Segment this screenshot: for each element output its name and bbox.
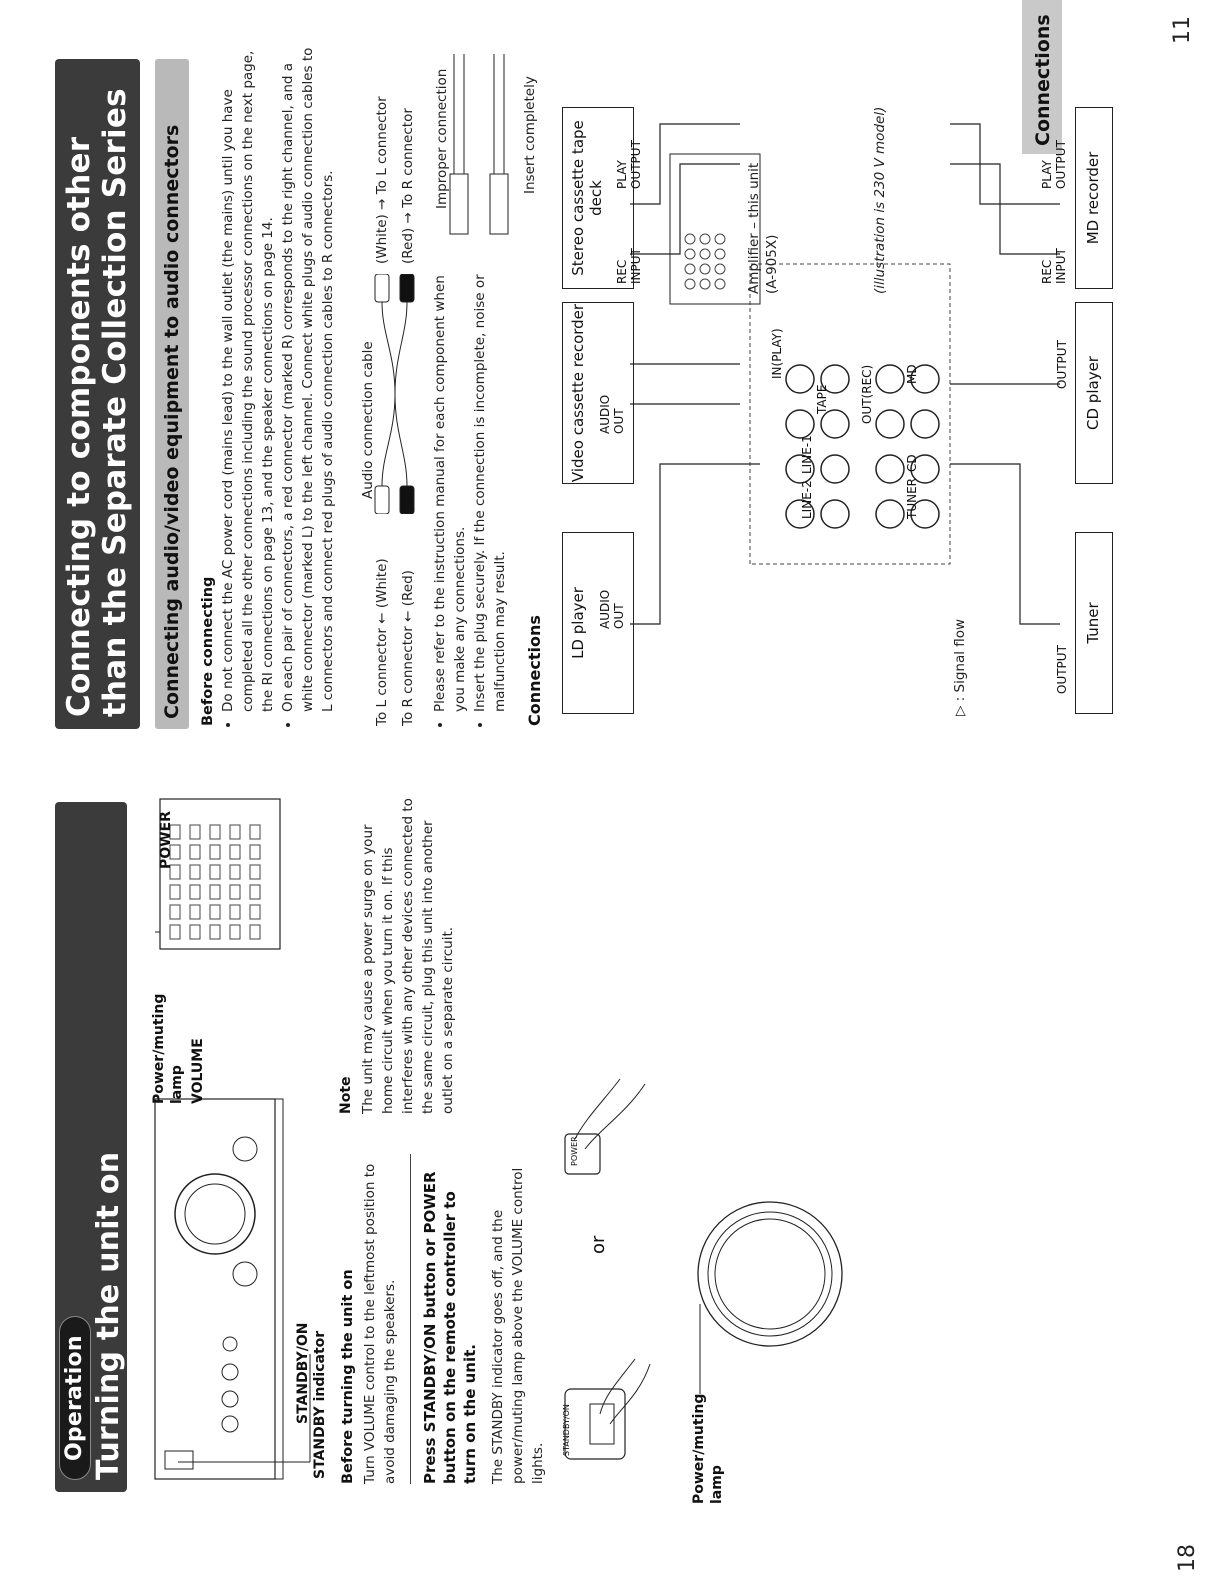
left-title-banner: Operation Turning the unit on: [55, 802, 127, 1492]
to-l-label: To L connector: [374, 96, 390, 195]
cd-player-label: CD player: [1084, 356, 1102, 430]
subheading-text: Connecting audio/video equipment to audi…: [161, 124, 183, 719]
to-r-label: To R connector: [400, 626, 416, 726]
label-volume: VOLUME: [190, 1038, 206, 1104]
before-connecting-heading: Before connecting: [200, 576, 216, 726]
page-number-left: 18: [1175, 1544, 1200, 1572]
red-label: (Red): [400, 227, 416, 264]
amplifier-rear-panel-illustration: [669, 153, 951, 565]
power-button-press-illustration: [564, 1078, 646, 1175]
volume-knob-lamp-illustration: [697, 1201, 843, 1394]
to-r-label: To R connector: [400, 108, 416, 208]
press-standby-heading: Press STANDBY/ON button or POWER button …: [421, 1171, 479, 1484]
audio-cable-illustration: [374, 274, 415, 514]
right-title-banner: Connecting to components other than the …: [55, 59, 140, 729]
subheading-bar: Connecting audio/video equipment to audi…: [155, 59, 189, 729]
section-pill-text: Operation: [62, 1335, 87, 1461]
tape-deck-label: Stereo cassette tape deck: [569, 120, 605, 276]
bullet-item: Insert the plug securely. If the connect…: [470, 252, 510, 712]
right-page-title: Connecting to components other than the …: [61, 88, 133, 717]
md-recorder-label: MD recorder: [1084, 151, 1102, 245]
standby-button-press-illustration: [564, 1358, 651, 1460]
label-power-muting-lamp: Power/muting lamp: [151, 993, 185, 1104]
label-power-muting-lamp-2: Power/muting lamp: [691, 1393, 725, 1504]
connections-heading: Connections: [525, 615, 544, 726]
note-text: The unit may cause a power surge on your…: [360, 798, 456, 1114]
white-label: (White): [374, 214, 390, 264]
connection-cables: [630, 123, 1060, 625]
bullet-item: On each pair of connectors, a red connec…: [278, 47, 338, 712]
divider: [410, 1154, 411, 1484]
tuner-label: Tuner: [1084, 602, 1102, 644]
label-standby-indicator: STANDBY indicator: [312, 1330, 328, 1479]
before-turning-on-heading: Before turning the unit on: [340, 1269, 356, 1484]
press-standby-text: The STANDBY indicator goes off, and the …: [490, 1167, 546, 1484]
section-pill: Operation: [59, 1316, 91, 1480]
improper-connection-label: Improper connection: [434, 68, 450, 209]
label-standby-on: STANDBY/ON: [295, 1322, 311, 1425]
insert-completely-label: Insert completely: [522, 76, 538, 194]
standby-button-text: STANDBY/ON: [562, 1404, 571, 1456]
cable-to-l-left: To L connector ← (White): [374, 558, 390, 726]
white-label: (White): [374, 558, 390, 609]
bullet-item: Do not connect the AC power cord (mains …: [218, 47, 278, 712]
or-label: or: [588, 1235, 609, 1254]
connection-notes-list: Please refer to the instruction manual f…: [430, 252, 510, 726]
label-power: POWER: [158, 811, 174, 869]
device-cd-player: CD player: [1075, 302, 1113, 484]
bullet-item: Please refer to the instruction manual f…: [430, 252, 470, 712]
left-page-title: Turning the unit on: [91, 1151, 126, 1480]
plug-insertion-illustration: [449, 54, 509, 235]
device-tuner: Tuner: [1075, 532, 1113, 714]
cable-to-r-left: To R connector ← (Red): [400, 570, 416, 726]
cable-to-r-right: (Red) → To R connector: [400, 108, 416, 264]
device-md-recorder: MD recorder: [1075, 107, 1113, 289]
remote-controller-illustration: [155, 798, 281, 950]
ld-player-label: LD player: [569, 587, 587, 659]
cable-to-l-right: (White) → To L connector: [374, 96, 390, 264]
before-connecting-list: Do not connect the AC power cord (mains …: [218, 47, 338, 726]
note-heading: Note: [338, 1076, 354, 1114]
power-button-text: POWER: [570, 1136, 579, 1166]
vcr-label: Video cassette recorder: [569, 303, 587, 483]
page-number-right: 11: [1170, 16, 1195, 44]
amplifier-front-panel-illustration: [154, 1098, 311, 1480]
to-l-label: To L connector: [374, 628, 390, 726]
red-label: (Red): [400, 570, 416, 607]
before-turning-on-text: Turn VOLUME control to the leftmost posi…: [362, 1163, 398, 1484]
